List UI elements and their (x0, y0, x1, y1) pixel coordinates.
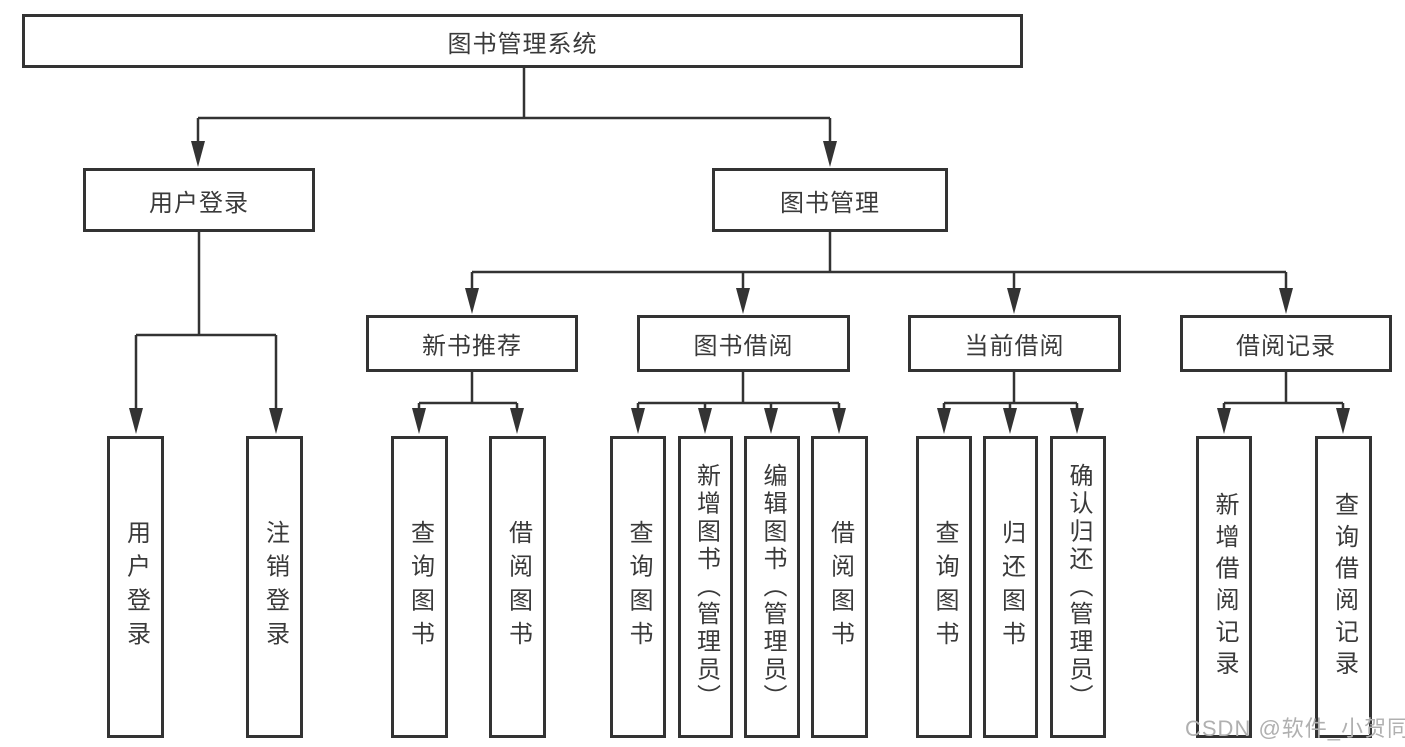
connector-stems (134, 68, 1345, 409)
arrowhead-icon (1003, 408, 1017, 434)
arrowhead-icon (823, 141, 837, 167)
leaf-user-login-label: 用户登录 (122, 519, 150, 655)
leaf-user-login: 用户登录 (107, 436, 164, 738)
arrowhead-icon (191, 141, 205, 167)
leaf-confirm-return-admin: 确认归还（管理员） (1050, 436, 1106, 738)
node-book-borrowing: 图书借阅 (637, 315, 850, 372)
node-root-label: 图书管理系统 (447, 30, 598, 58)
arrowhead-icon (465, 288, 479, 314)
leaf-borrow-books-borrowing-label: 借阅图书 (826, 519, 854, 655)
node-root: 图书管理系统 (22, 14, 1023, 68)
leaf-query-books-borrowing: 查询图书 (610, 436, 666, 738)
leaf-return-books: 归还图书 (983, 436, 1038, 738)
node-user-login-label: 用户登录 (149, 189, 249, 217)
leaf-add-borrow-record: 新增借阅记录 (1196, 436, 1252, 738)
node-book-management: 图书管理 (712, 168, 948, 232)
node-user-login: 用户登录 (83, 168, 315, 232)
arrowhead-icon (631, 408, 645, 434)
arrowhead-icon (1070, 408, 1084, 434)
node-borrowing-records-label: 借阅记录 (1236, 333, 1336, 360)
node-current-borrowing-label: 当前借阅 (964, 333, 1065, 360)
arrowhead-icon (832, 408, 846, 434)
leaf-query-books-recommend: 查询图书 (391, 436, 448, 738)
leaf-edit-book-admin: 编辑图书（管理员） (744, 436, 800, 738)
node-book-management-label: 图书管理 (780, 189, 880, 217)
leaf-query-books-current-label: 查询图书 (931, 519, 958, 655)
arrowhead-icon (736, 288, 750, 314)
arrowhead-icon (1336, 408, 1350, 434)
leaf-logout-label: 注销登录 (261, 519, 289, 655)
leaf-borrow-books-recommend: 借阅图书 (489, 436, 546, 738)
leaf-edit-book-admin-label: 编辑图书（管理员） (759, 462, 786, 712)
leaf-borrow-books-borrowing: 借阅图书 (811, 436, 868, 738)
watermark-text: CSDN @软件_小贺同学 (1185, 716, 1405, 741)
arrowhead-icon (269, 408, 283, 434)
arrowhead-icon (129, 408, 143, 434)
leaf-return-books-label: 归还图书 (997, 519, 1025, 655)
arrowhead-icon (698, 408, 712, 434)
arrowhead-icon (1279, 288, 1293, 314)
leaf-confirm-return-admin-label: 确认归还（管理员） (1065, 462, 1092, 712)
leaf-query-books-current: 查询图书 (916, 436, 972, 738)
node-new-book-recommend-label: 新书推荐 (422, 333, 522, 360)
arrowhead-icon (937, 408, 951, 434)
node-current-borrowing: 当前借阅 (908, 315, 1121, 372)
arrowhead-icon (1007, 288, 1021, 314)
leaf-add-borrow-record-label: 新增借阅记录 (1211, 491, 1238, 683)
node-new-book-recommend: 新书推荐 (366, 315, 578, 372)
arrowhead-icon (764, 408, 778, 434)
arrowhead-icon (412, 408, 426, 434)
node-borrowing-records: 借阅记录 (1180, 315, 1392, 372)
leaf-query-borrow-record-label: 查询借阅记录 (1330, 491, 1358, 683)
leaf-logout: 注销登录 (246, 436, 303, 738)
arrowhead-icon (1217, 408, 1231, 434)
leaf-borrow-books-recommend-label: 借阅图书 (504, 519, 532, 655)
leaf-add-book-admin: 新增图书（管理员） (678, 436, 733, 738)
arrowhead-icon (510, 408, 524, 434)
leaf-query-borrow-record: 查询借阅记录 (1315, 436, 1372, 738)
node-book-borrowing-label: 图书借阅 (693, 333, 794, 360)
leaf-add-book-admin-label: 新增图书（管理员） (692, 462, 720, 712)
leaf-query-books-borrowing-label: 查询图书 (625, 519, 652, 655)
leaf-query-books-recommend-label: 查询图书 (406, 519, 434, 655)
